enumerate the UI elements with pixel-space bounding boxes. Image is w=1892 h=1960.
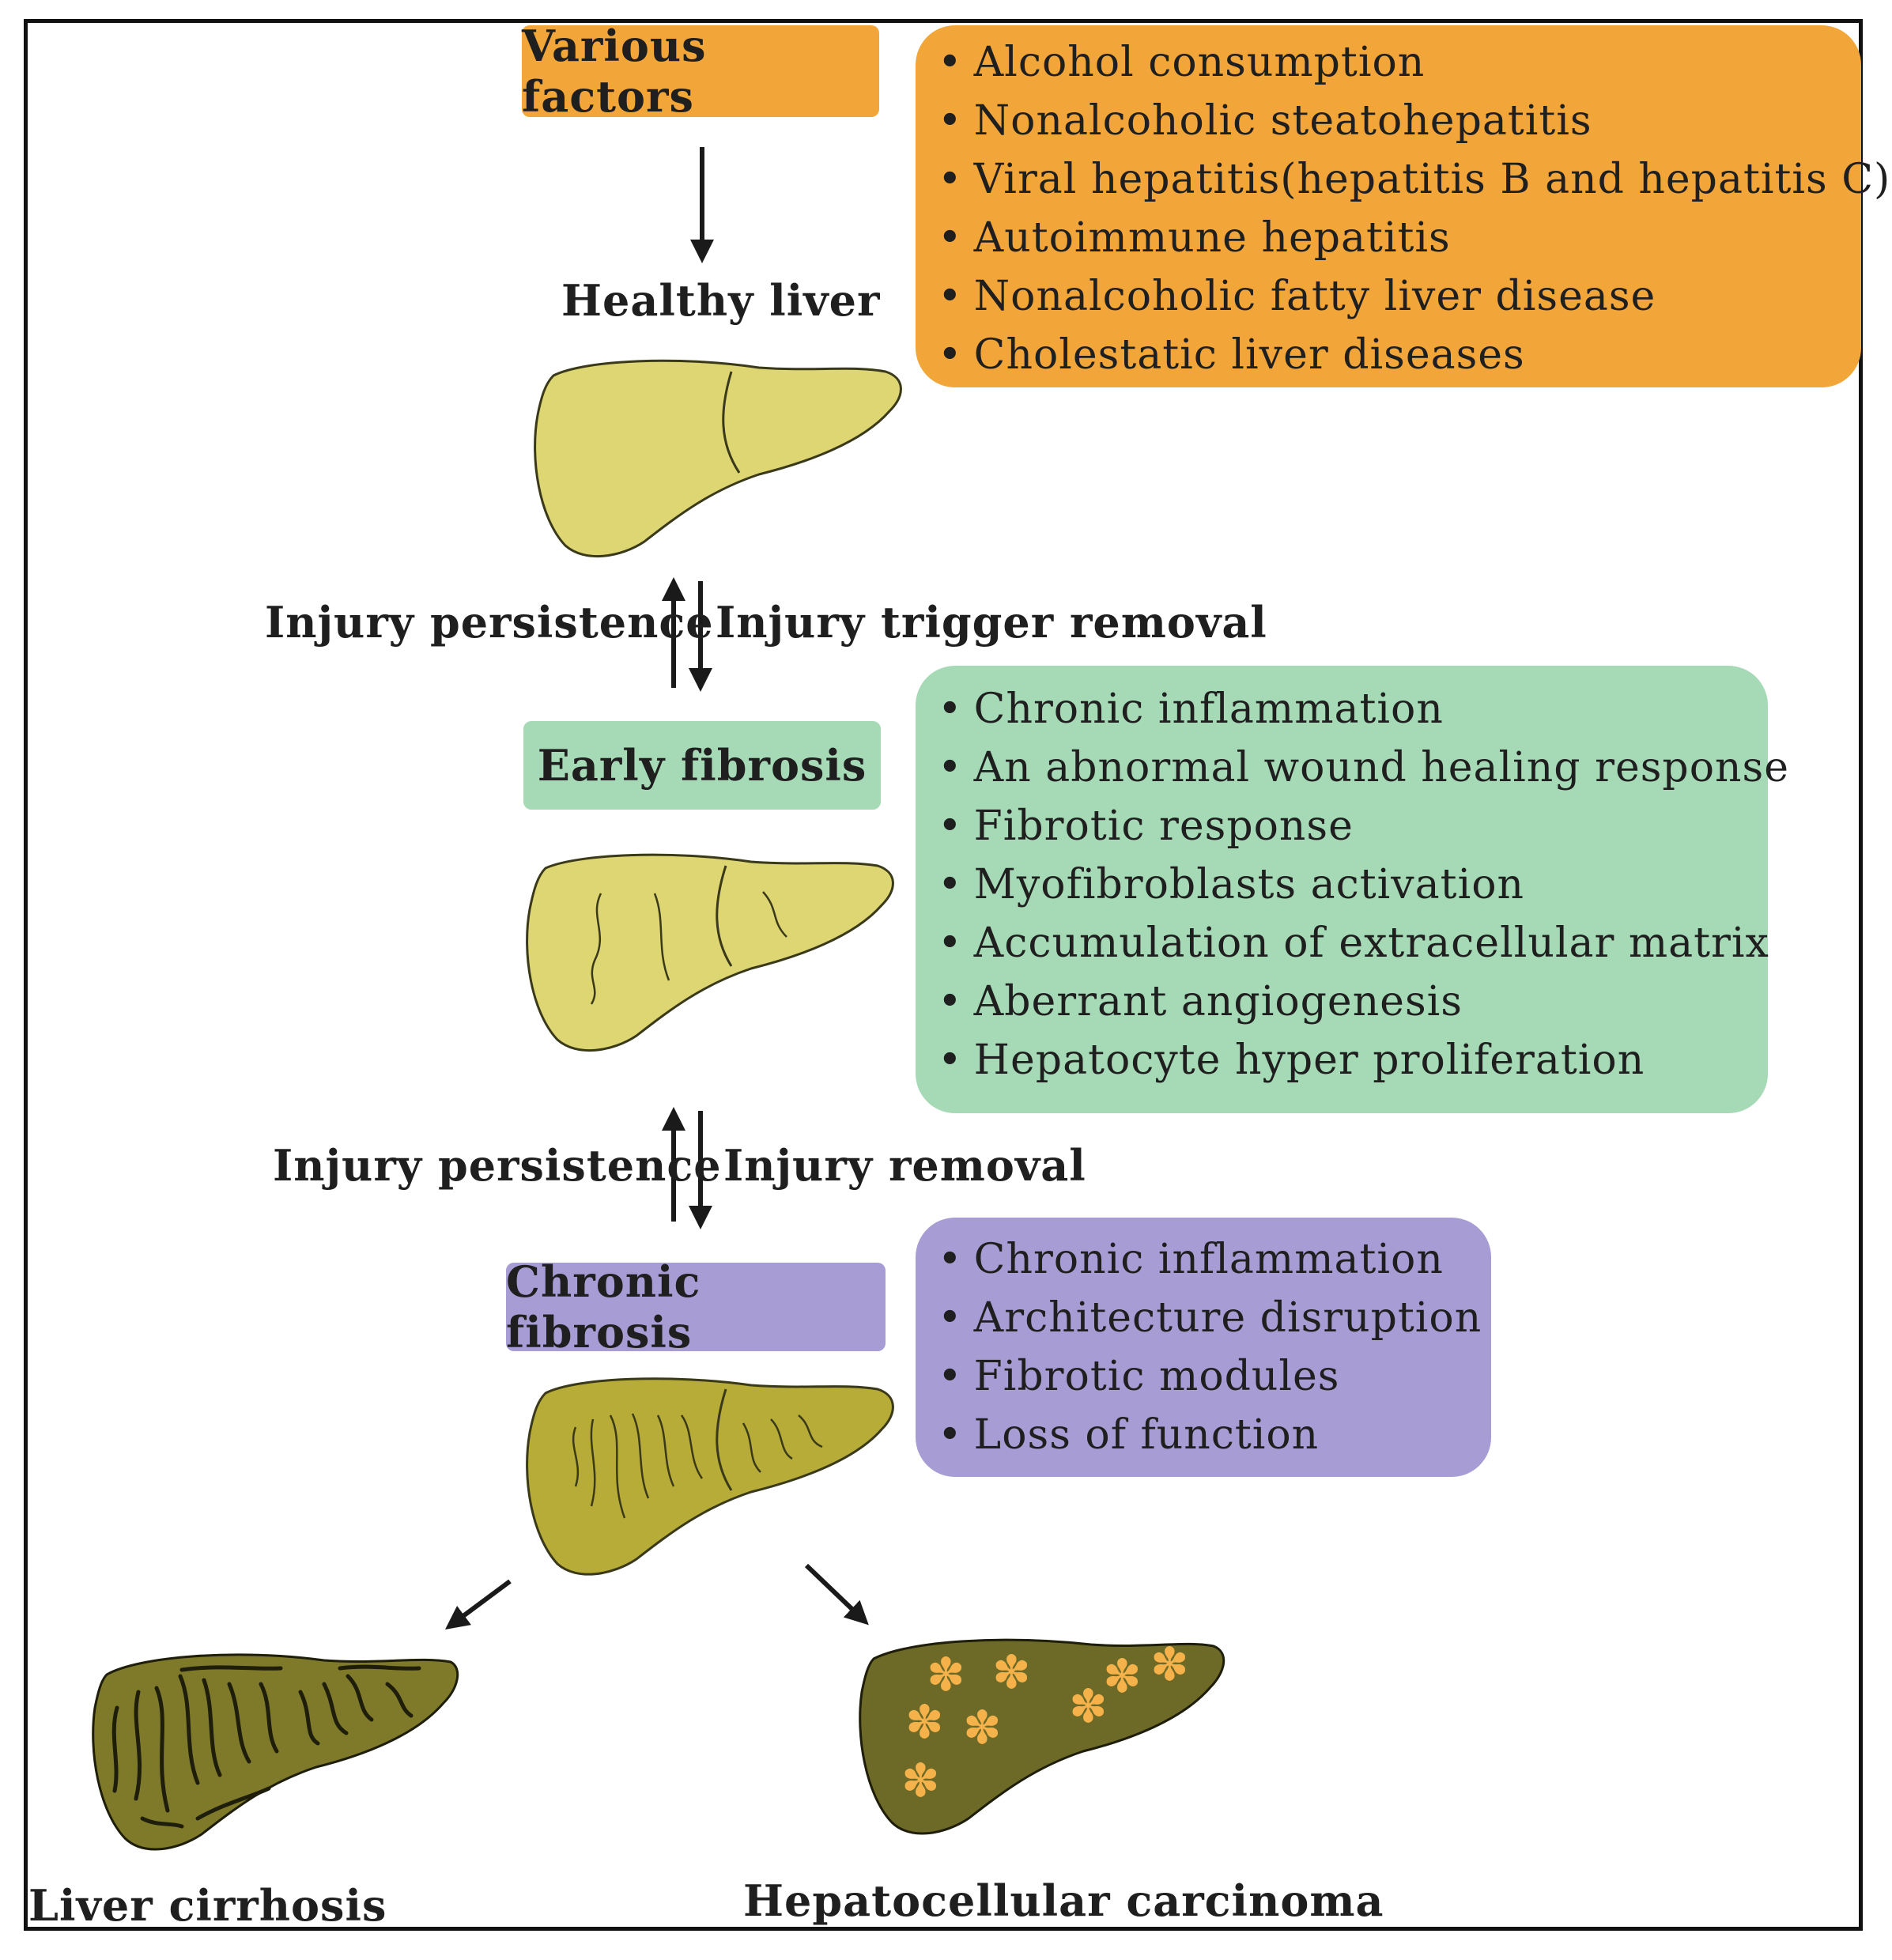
healthy-liver-shape bbox=[534, 359, 902, 558]
svg-text:✽: ✽ bbox=[1069, 1679, 1108, 1733]
list-item: Hepatocyte hyper proliferation bbox=[938, 1031, 1768, 1090]
hcc-liver-illustration: ✽ ✽ ✽ ✽ ✽ ✽ ✽ ✽ bbox=[859, 1637, 1225, 1835]
early-liver-shape bbox=[526, 853, 894, 1052]
early-fibrosis-list: Chronic inflammationAn abnormal wound he… bbox=[938, 680, 1788, 1090]
list-item: Alcohol consumption bbox=[938, 33, 1861, 92]
chronic-fibrosis-list-box: Chronic inflammationArchitecture disrupt… bbox=[916, 1218, 1491, 1477]
arrow-to-hcc bbox=[804, 1563, 869, 1626]
early-fibrosis-label: Early fibrosis bbox=[537, 740, 867, 791]
early-fibrosis-box: Early fibrosis bbox=[523, 721, 881, 810]
list-item: Myofibroblasts activation bbox=[938, 855, 1768, 914]
chronic-fibrosis-list: Chronic inflammationArchitecture disrupt… bbox=[938, 1230, 1491, 1464]
injury-persistence-label-1: Injury persistence bbox=[265, 597, 714, 648]
factors-list-box: Alcohol consumptionNonalcoholic steatohe… bbox=[916, 25, 1890, 387]
tumor-nodules: ✽ ✽ ✽ ✽ ✽ ✽ ✽ ✽ bbox=[901, 1637, 1189, 1807]
chronic-fibrosis-box: Chronic fibrosis bbox=[506, 1256, 886, 1358]
svg-text:✽: ✽ bbox=[1103, 1649, 1142, 1703]
list-item: Viral hepatitis(hepatitis B and hepatiti… bbox=[938, 150, 1890, 209]
list-item: Loss of function bbox=[938, 1406, 1491, 1464]
list-item: Chronic inflammation bbox=[938, 680, 1768, 738]
svg-text:✽: ✽ bbox=[901, 1754, 940, 1807]
list-item: Aberrant angiogenesis bbox=[938, 972, 1768, 1031]
liver-cirrhosis-illustration bbox=[92, 1653, 459, 1851]
injury-trigger-removal-label: Injury trigger removal bbox=[716, 597, 1267, 648]
svg-text:✽: ✽ bbox=[1150, 1637, 1189, 1691]
arrow-to-cirrhosis bbox=[444, 1579, 512, 1630]
list-item: Fibrotic response bbox=[938, 797, 1768, 855]
hcc-liver-shape bbox=[859, 1638, 1225, 1835]
list-item: Cholestatic liver diseases bbox=[938, 326, 1861, 384]
chronic-fibrosis-liver-illustration bbox=[526, 1377, 894, 1576]
list-item: Accumulation of extracellular matrix bbox=[938, 914, 1769, 972]
list-item: Fibrotic modules bbox=[938, 1347, 1491, 1406]
injury-persistence-label-2: Injury persistence bbox=[273, 1140, 722, 1191]
hcc-label: Hepatocellular carcinoma bbox=[743, 1875, 1384, 1926]
chronic-fibrosis-label: Chronic fibrosis bbox=[506, 1256, 701, 1358]
svg-text:✽: ✽ bbox=[992, 1645, 1031, 1699]
healthy-liver-illustration bbox=[534, 359, 902, 558]
factors-list: Alcohol consumptionNonalcoholic steatohe… bbox=[938, 33, 1890, 384]
list-item: Chronic inflammation bbox=[938, 1230, 1491, 1289]
svg-text:✽: ✽ bbox=[963, 1701, 1002, 1754]
liver-cirrhosis-label: Liver cirrhosis bbox=[28, 1880, 387, 1931]
svg-text:✽: ✽ bbox=[927, 1648, 965, 1701]
list-item: Nonalcoholic steatohepatitis bbox=[938, 92, 1861, 150]
list-item: Nonalcoholic fatty liver disease bbox=[938, 267, 1861, 326]
healthy-liver-label: Healthy liver bbox=[561, 275, 881, 326]
early-fibrosis-liver-illustration bbox=[526, 853, 894, 1052]
list-item: An abnormal wound healing response bbox=[938, 738, 1788, 797]
various-factors-box: Various factors bbox=[522, 21, 879, 122]
figure-frame bbox=[24, 19, 1863, 1931]
svg-text:✽: ✽ bbox=[905, 1695, 944, 1749]
various-factors-label: Various factors bbox=[522, 21, 707, 122]
injury-removal-label: Injury removal bbox=[723, 1140, 1086, 1191]
early-fibrosis-list-box: Chronic inflammationAn abnormal wound he… bbox=[916, 666, 1788, 1113]
list-item: Architecture disruption bbox=[938, 1289, 1491, 1347]
list-item: Autoimmune hepatitis bbox=[938, 209, 1861, 267]
chronic-liver-shape bbox=[526, 1377, 894, 1576]
